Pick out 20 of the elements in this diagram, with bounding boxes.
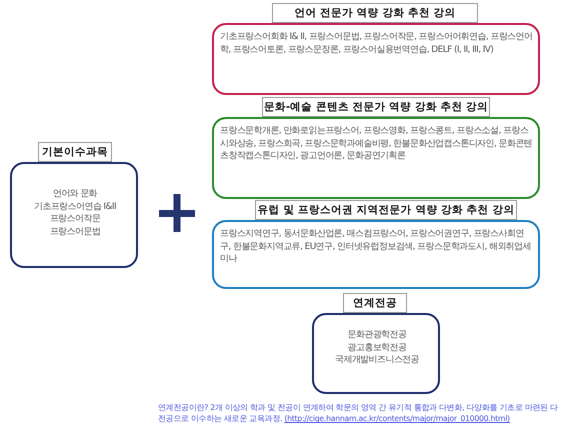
- course-item: 광고홍보학전공: [346, 342, 408, 354]
- course-list: 프랑스문학개론, 만화로읽는프랑스어, 프랑스영화, 프랑스콩트, 프랑스소설, 프랑스시와상송, 프랑스희곡, 프랑스문학과예술비평, 한불문화산업캡스톤디자인, 문화콘텐츠창작캡스톤디자인, 광고언어론, 문화공연기획론: [220, 125, 534, 163]
- box-heading: 문화-예술 콘텐츠 전문가 역량 강화 추천 강의: [262, 97, 490, 117]
- box-heading: 언어 전문가 역량 강화 추천 강의: [272, 3, 478, 23]
- course-item: 프랑스어문법: [48, 226, 102, 238]
- course-box: [10, 162, 138, 268]
- box-heading: 연계전공: [343, 293, 407, 313]
- course-list: 프랑스지역연구, 동서문화산업론, 매스컴프랑스어, 프랑스어권연구, 프랑스사회연구, 한불문화지역교류, EU연구, 인터넷유럽정보검색, 프랑스문학과도시, 해외취업세미나: [220, 228, 534, 266]
- box-heading: 기본이수과목: [38, 142, 112, 162]
- course-item: 문화관광학전공: [346, 329, 408, 342]
- box-heading: 유럽 및 프랑스어권 지역전문가 역량 강화 추천 강의: [255, 200, 517, 220]
- course-item: 프랑스어작문: [48, 213, 102, 226]
- course-box: [212, 23, 540, 95]
- course-item: 기초프랑스어연습 I&II: [32, 200, 118, 214]
- course-box: [212, 117, 540, 199]
- course-item: 언어와 문화: [52, 188, 98, 201]
- course-box: [212, 220, 540, 289]
- course-list: 기초프랑스어회화 I& II, 프랑스어문법, 프랑스어작문, 프랑스어어휘연습, 프랑스언어학, 프랑스어토론, 프랑스문장론, 프랑스어실용번역연습, DELF (I, II, III, IV): [220, 31, 534, 56]
- course-box: [312, 313, 440, 394]
- course-item: 국제개발비즈니스전공: [334, 354, 420, 367]
